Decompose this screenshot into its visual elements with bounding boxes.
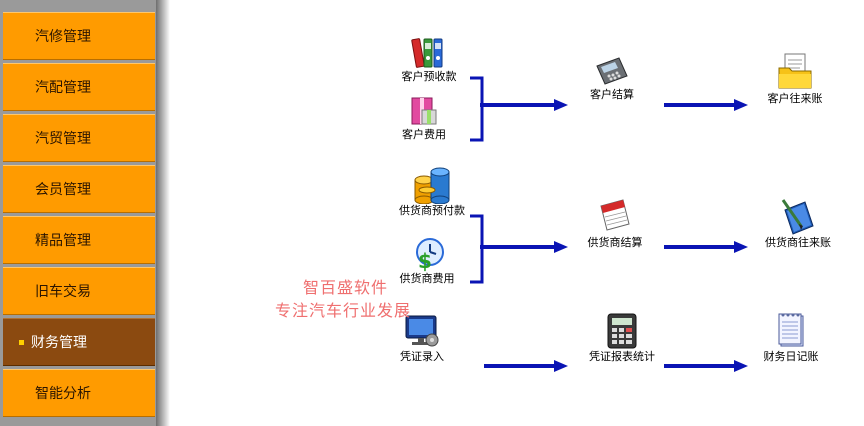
folder-documents-icon xyxy=(778,53,812,89)
sidebar-shadow xyxy=(156,0,170,426)
arrow-right-icon xyxy=(664,360,748,372)
journal-node[interactable]: 财务日记账 xyxy=(756,312,826,364)
active-bullet-icon xyxy=(19,339,24,345)
notepad-icon xyxy=(778,313,804,347)
sidebar-item-label: 旧车交易 xyxy=(35,284,91,300)
sidebar-item-boutique[interactable]: 精品管理 xyxy=(3,216,155,264)
arrow-right-icon xyxy=(480,241,568,253)
supplier-prepayment-node[interactable]: 供货商预付款 xyxy=(392,166,472,218)
voucher-entry-node[interactable]: 凭证录入 xyxy=(394,314,450,364)
svg-text:$: $ xyxy=(418,249,432,272)
sidebar-item-label: 汽贸管理 xyxy=(35,131,91,147)
sidebar-item-auto-trade[interactable]: 汽贸管理 xyxy=(3,114,155,162)
customer-ledger-label: 客户往来账 xyxy=(767,92,823,105)
arrow-right-icon xyxy=(480,99,568,111)
supplier-ledger-node[interactable]: 供货商往来账 xyxy=(758,196,838,250)
bracket-connector xyxy=(470,76,484,142)
customer-fee-label: 客户费用 xyxy=(402,128,446,141)
sidebar-item-label: 智能分析 xyxy=(35,386,91,402)
sidebar-item-label: 汽修管理 xyxy=(35,29,91,45)
sidebar: 汽修管理 汽配管理 汽贸管理 会员管理 精品管理 旧车交易 财务管理 智能分析 xyxy=(0,0,170,426)
customer-fee-node[interactable]: 客户费用 xyxy=(394,92,454,142)
calculator-icon xyxy=(607,313,637,349)
customer-prepayment-label: 客户预收款 xyxy=(401,70,457,83)
sidebar-item-auto-repair[interactable]: 汽修管理 xyxy=(3,12,155,60)
arrow-right-icon xyxy=(484,360,568,372)
coin-stack-icon xyxy=(414,167,450,204)
supplier-fee-label: 供货商费用 xyxy=(399,272,455,285)
customer-settlement-label: 客户结算 xyxy=(590,88,634,101)
supplier-settlement-node[interactable]: 供货商结算 xyxy=(578,196,652,250)
card-terminal-icon xyxy=(596,57,628,85)
supplier-fee-node[interactable]: $ 供货商费用 xyxy=(394,236,460,286)
sidebar-item-auto-parts[interactable]: 汽配管理 xyxy=(3,63,155,111)
voucher-entry-label: 凭证录入 xyxy=(400,350,444,363)
sidebar-item-label: 精品管理 xyxy=(35,233,91,249)
sidebar-item-analysis[interactable]: 智能分析 xyxy=(3,369,155,417)
pen-book-icon xyxy=(781,199,814,235)
watermark-company: 智百盛软件 xyxy=(303,278,389,297)
supplier-prepayment-label: 供货商预付款 xyxy=(399,204,465,217)
gift-box-icon xyxy=(411,97,437,125)
arrow-right-icon xyxy=(664,99,748,111)
customer-prepayment-node[interactable]: 客户预收款 xyxy=(394,36,464,84)
monitor-gear-icon xyxy=(405,315,439,347)
supplier-ledger-label: 供货商往来账 xyxy=(765,236,831,249)
arrow-right-icon xyxy=(664,241,748,253)
sidebar-item-members[interactable]: 会员管理 xyxy=(3,165,155,213)
voucher-report-label: 凭证报表统计 xyxy=(589,350,655,363)
binders-icon xyxy=(411,38,443,68)
supplier-settlement-label: 供货商结算 xyxy=(587,236,643,249)
customer-ledger-node[interactable]: 客户往来账 xyxy=(760,52,830,106)
watermark-slogan: 专注汽车行业发展 xyxy=(275,301,412,320)
voucher-report-node[interactable]: 凭证报表统计 xyxy=(580,312,664,364)
sidebar-item-label: 财务管理 xyxy=(31,335,87,351)
journal-label: 财务日记账 xyxy=(763,350,819,363)
calendar-icon xyxy=(600,199,630,231)
sidebar-item-finance[interactable]: 财务管理 xyxy=(3,318,155,366)
customer-settlement-node[interactable]: 客户结算 xyxy=(580,54,644,102)
sidebar-item-label: 会员管理 xyxy=(35,182,91,198)
dollar-clock-icon: $ xyxy=(416,238,444,272)
sidebar-item-label: 汽配管理 xyxy=(35,80,91,96)
sidebar-item-used-cars[interactable]: 旧车交易 xyxy=(3,267,155,315)
